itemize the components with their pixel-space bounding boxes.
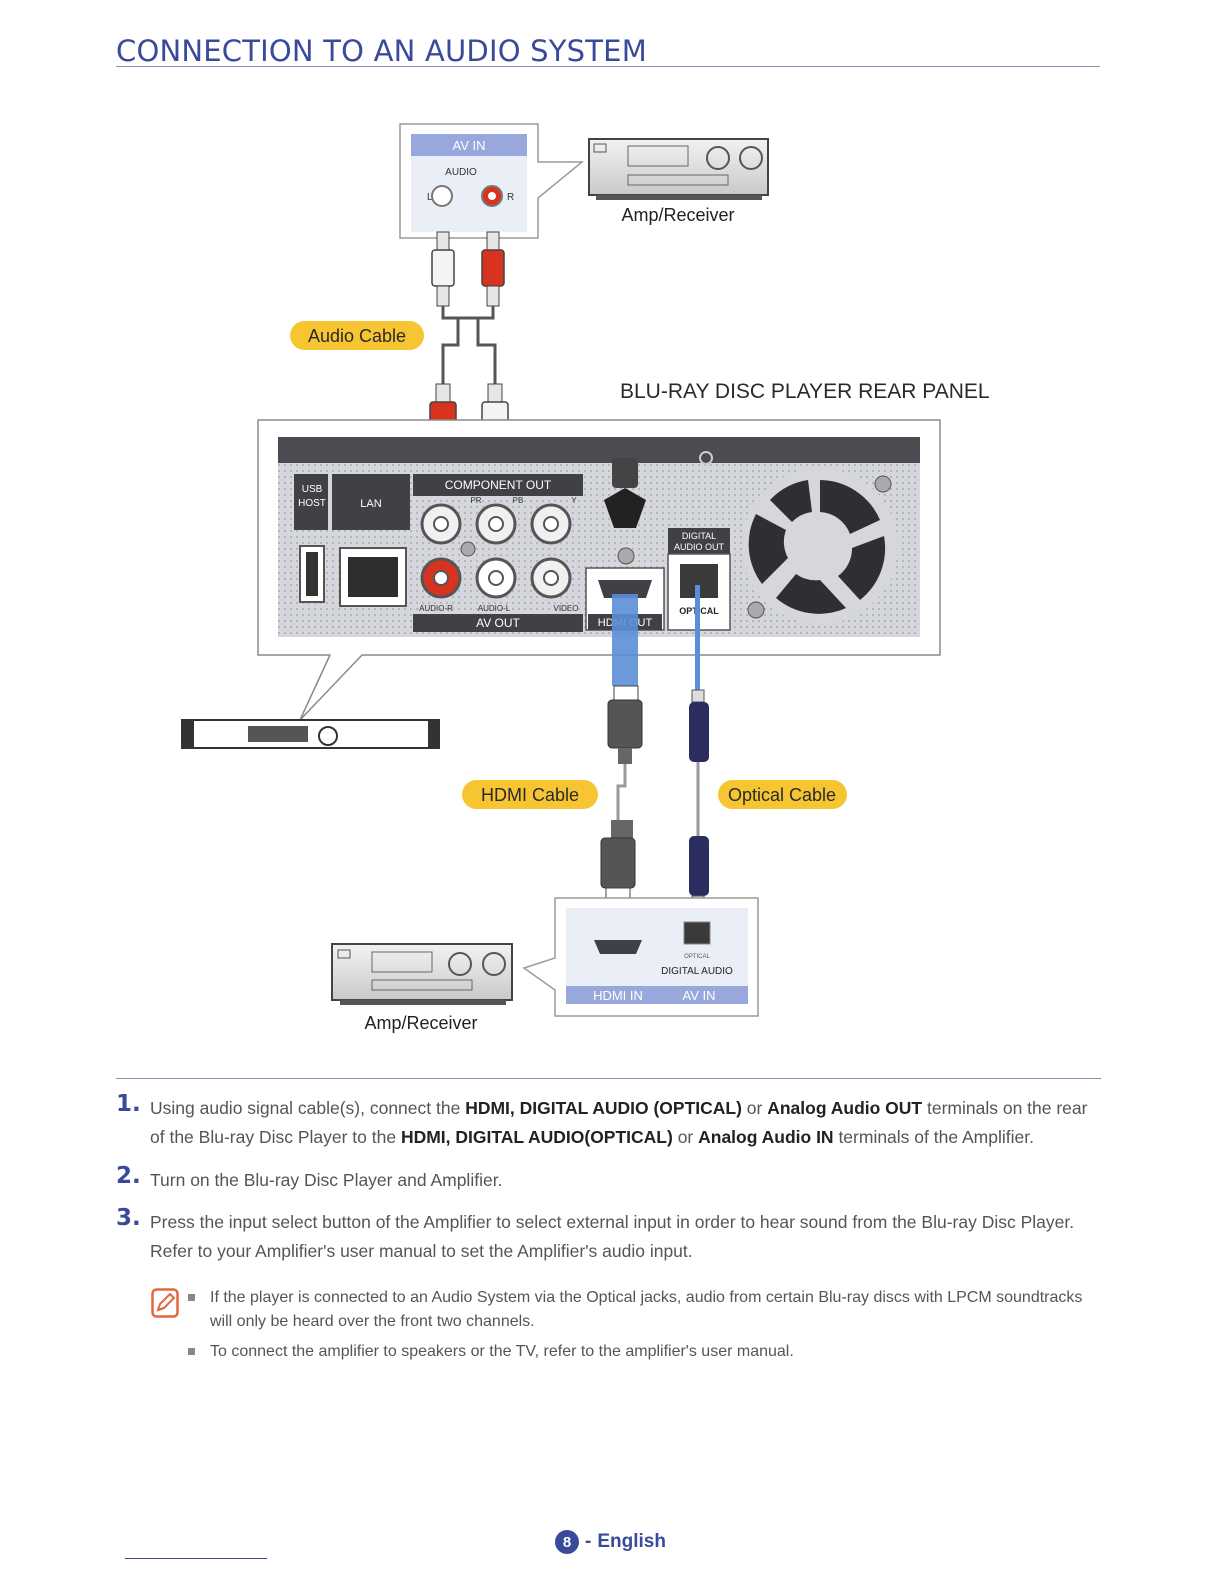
video-label: VIDEO (554, 604, 579, 613)
top-jack-left (431, 185, 453, 207)
bullet-icon (188, 1348, 195, 1355)
step-text: Press the input select button of the Amp… (150, 1212, 1075, 1261)
audio-r-label: AUDIO-R (419, 604, 453, 613)
audio-cable-label: Audio Cable (308, 326, 406, 346)
av-out-label: AV OUT (476, 616, 520, 630)
top-right-label: R (507, 192, 514, 203)
amp-receiver-top-label: Amp/Receiver (621, 205, 734, 225)
footer-separator: - (585, 1531, 592, 1552)
note-text: To connect the amplifier to speakers or … (210, 1343, 794, 1360)
page-footer: 8 - English (555, 1530, 666, 1554)
bottom-av-in: AV IN (683, 988, 716, 1003)
pb-label: PB (513, 496, 524, 505)
bottom-digital-audio: DIGITAL AUDIO (661, 966, 733, 977)
note-pencil-icon (151, 1288, 179, 1318)
step-number: 1. (116, 1091, 141, 1117)
digital-label-1: DIGITAL (682, 531, 716, 541)
connection-diagram: AV IN AUDIO L R Amp/Receiver (181, 123, 990, 1033)
footer-language: English (597, 1531, 666, 1552)
top-left-label: L (427, 192, 433, 203)
blu-ray-player-small (181, 719, 440, 749)
usb-label-2: HOST (298, 498, 326, 509)
component-out-label: COMPONENT OUT (445, 478, 552, 492)
note-text: If the player is connected to an Audio S… (210, 1289, 1083, 1330)
antenna-connector (604, 458, 646, 528)
top-audio-label: AUDIO (445, 167, 477, 178)
digital-label-2: AUDIO OUT (674, 542, 725, 552)
step-2: 2. Turn on the Blu-ray Disc Player and A… (116, 1163, 1106, 1195)
bottom-optical-small: OPTICAL (684, 954, 710, 960)
top-av-in-panel: AV IN AUDIO L R (399, 123, 585, 239)
footer-rule (125, 1558, 267, 1559)
bottom-input-panel: OPTICAL DIGITAL AUDIO HDMI IN AV IN (522, 897, 759, 1017)
amp-receiver-bottom (331, 943, 513, 1005)
note-1: If the player is connected to an Audio S… (188, 1286, 1108, 1334)
amp-receiver-top (588, 138, 769, 200)
step-text: Using audio signal cable(s), connect the… (150, 1098, 1088, 1147)
step-3: 3. Press the input select button of the … (116, 1205, 1106, 1266)
bottom-hdmi-in: HDMI IN (593, 988, 643, 1003)
top-av-in-header: AV IN (453, 138, 486, 153)
bullet-icon (188, 1294, 195, 1301)
note-2: To connect the amplifier to speakers or … (188, 1340, 1108, 1364)
amp-receiver-bottom-label: Amp/Receiver (364, 1013, 477, 1033)
page-title: CONNECTION TO AN AUDIO SYSTEM (116, 34, 647, 68)
optical-cable-label: Optical Cable (728, 785, 836, 805)
cooling-fan (742, 468, 898, 624)
step-number: 2. (116, 1163, 141, 1189)
title-underline (116, 66, 1100, 67)
optical-cable (689, 585, 709, 928)
section-divider (116, 1078, 1101, 1079)
step-number: 3. (116, 1205, 141, 1231)
step-1: 1. Using audio signal cable(s), connect … (116, 1091, 1106, 1152)
hdmi-cable-label: HDMI Cable (481, 785, 579, 805)
audio-l-label: AUDIO-L (478, 604, 511, 613)
usb-label-1: USB (302, 484, 323, 495)
step-text: Turn on the Blu-ray Disc Player and Ampl… (150, 1170, 503, 1190)
y-label: Y (571, 496, 577, 505)
pr-label: PR (470, 496, 481, 505)
lan-label: LAN (360, 498, 381, 510)
rear-panel-title: BLU-RAY DISC PLAYER REAR PANEL (620, 380, 990, 403)
page-number: 8 (555, 1530, 579, 1554)
rear-panel: USB HOST LAN COMPONENT OUT PR PB Y AUDIO… (257, 419, 941, 721)
